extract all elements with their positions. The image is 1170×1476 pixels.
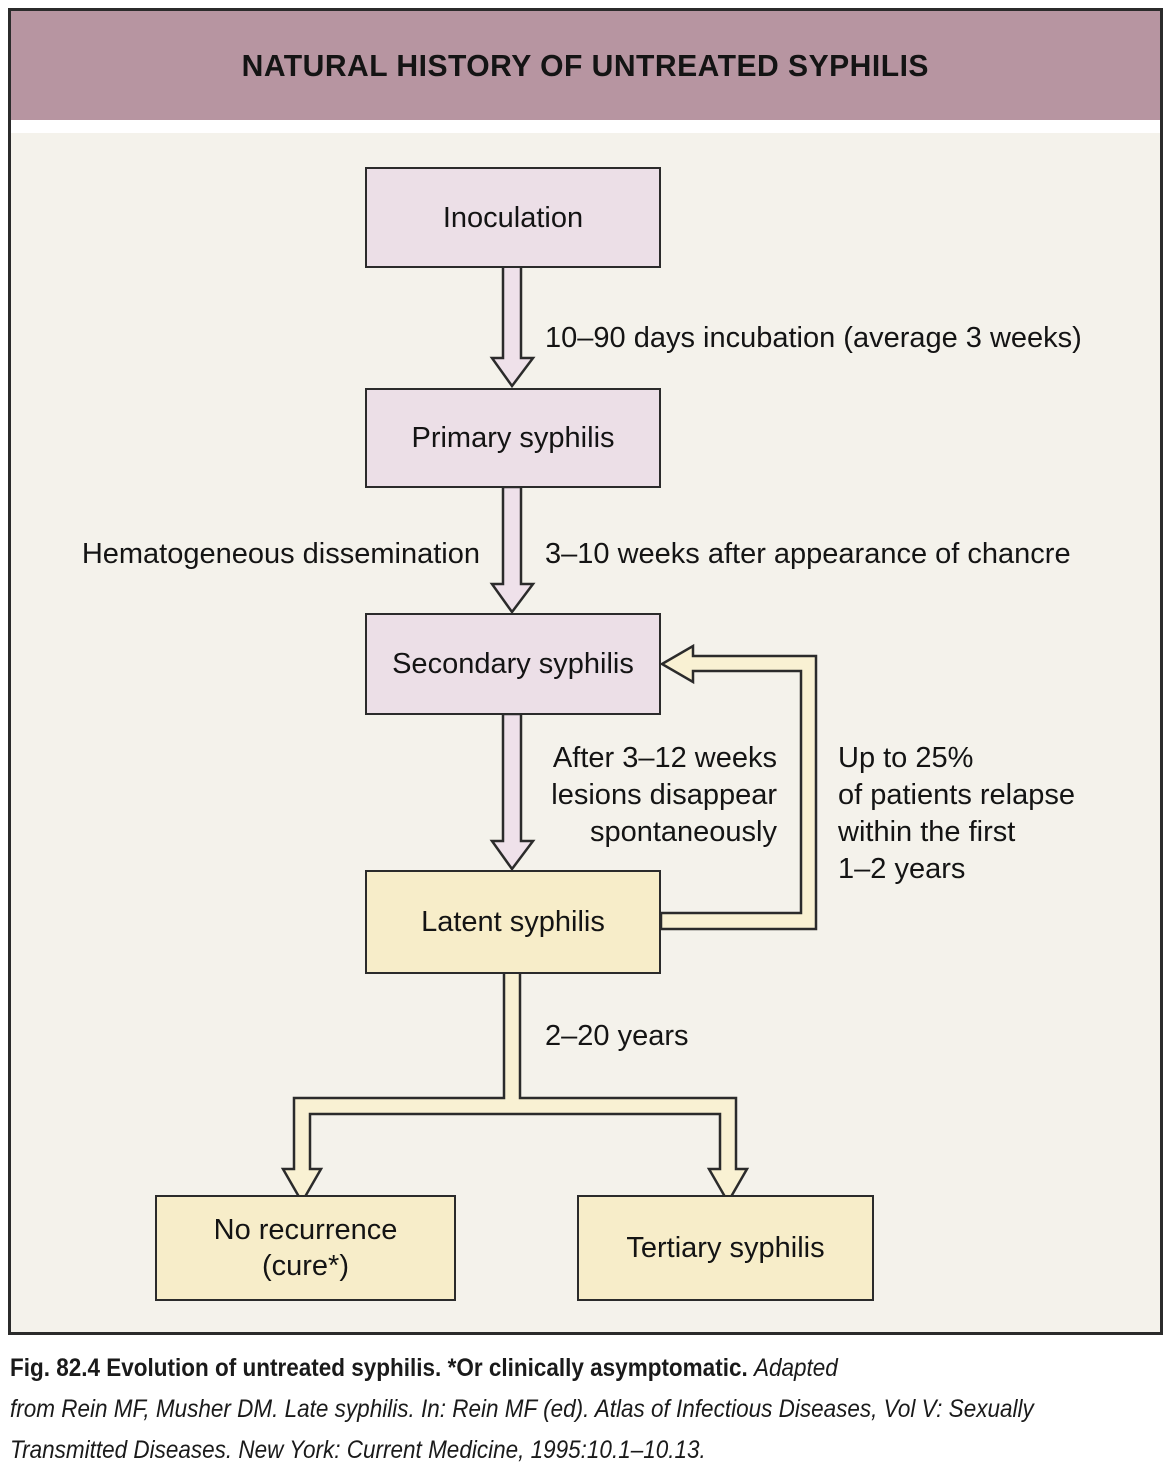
node-tertiary-syphilis: Tertiary syphilis — [577, 1195, 874, 1301]
edge-label-dissemination: Hematogeneous dissemination — [81, 538, 480, 570]
node-secondary-label: Secondary syphilis — [392, 648, 634, 680]
header-divider-strip — [11, 120, 1160, 133]
node-primary-syphilis: Primary syphilis — [365, 388, 661, 488]
node-latent-label: Latent syphilis — [421, 906, 605, 938]
caption-line-2: from Rein MF, Musher DM. Late syphilis. … — [10, 1395, 1034, 1423]
caption-source-start: Adapted — [753, 1354, 838, 1382]
edge-label-incubation: 10–90 days incubation (average 3 weeks) — [545, 322, 1082, 354]
caption-fig-number: Fig. 82.4 Evolution of untreated syphili… — [10, 1354, 442, 1382]
figure-header-bar: NATURAL HISTORY OF UNTREATED SYPHILIS — [11, 11, 1160, 120]
edge-label-years: 2–20 years — [545, 1020, 689, 1052]
edge-label-lesions-disappear: After 3–12 weeks lesions disappear spont… — [551, 742, 777, 848]
node-no-recurrence-label: No recurrence (cure*) — [213, 1214, 398, 1282]
edge-label-chancre: 3–10 weeks after appearance of chancre — [545, 538, 1071, 570]
figure-caption: Fig. 82.4 Evolution of untreated syphili… — [10, 1348, 1170, 1471]
edge-label-relapse: Up to 25% of patients relapse within the… — [838, 742, 1075, 885]
caption-footnote: *Or clinically asymptomatic. — [447, 1354, 748, 1382]
caption-line-3: Transmitted Diseases. New York: Current … — [10, 1436, 706, 1464]
node-tertiary-label: Tertiary syphilis — [626, 1232, 825, 1264]
node-latent-syphilis: Latent syphilis — [365, 870, 661, 974]
node-inoculation: Inoculation — [365, 167, 661, 268]
node-no-recurrence: No recurrence (cure*) — [155, 1195, 456, 1301]
node-primary-label: Primary syphilis — [411, 422, 615, 454]
node-secondary-syphilis: Secondary syphilis — [365, 613, 661, 715]
figure-title: NATURAL HISTORY OF UNTREATED SYPHILIS — [241, 47, 930, 83]
caption-line-1: Fig. 82.4 Evolution of untreated syphili… — [10, 1348, 1170, 1389]
node-inoculation-label: Inoculation — [442, 201, 584, 234]
